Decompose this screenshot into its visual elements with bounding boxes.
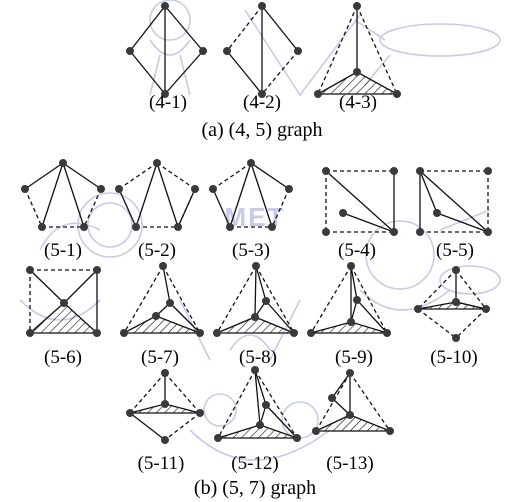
graph-5-3	[209, 159, 293, 231]
label-5-4: (5-4)	[338, 240, 376, 261]
label-5-9: (5-9)	[335, 347, 373, 368]
graph-5-4	[322, 167, 398, 236]
graph-5-8	[213, 262, 298, 337]
graph-5-12	[214, 366, 301, 442]
graph-4-2	[223, 2, 302, 98]
label-4-2: (4-2)	[243, 92, 281, 113]
graph-5-13	[312, 369, 394, 435]
graph-5-10	[414, 266, 490, 342]
graph-5-11	[126, 369, 204, 444]
graph-5-5	[416, 167, 492, 236]
graph-5-1	[21, 159, 105, 231]
label-4-1: (4-1)	[149, 92, 187, 113]
label-5-10: (5-10)	[430, 347, 477, 368]
watermark-layer: MET	[19, 0, 501, 461]
graph-4-3	[314, 2, 401, 98]
label-4-3: (4-3)	[339, 92, 377, 113]
graph-4-1	[126, 2, 207, 98]
label-5-12: (5-12)	[231, 453, 278, 474]
label-5-1: (5-1)	[44, 240, 82, 261]
caption-a: (a) (4, 5) graph	[201, 119, 322, 141]
graph-5-2	[115, 159, 199, 231]
label-5-7: (5-7)	[141, 347, 179, 368]
label-5-11: (5-11)	[138, 453, 185, 474]
label-5-5: (5-5)	[436, 240, 474, 261]
graph-5-6	[26, 266, 101, 337]
graph-5-7	[120, 262, 204, 337]
graph-5-9	[307, 262, 391, 337]
label-5-6: (5-6)	[44, 347, 82, 368]
label-5-2: (5-2)	[138, 240, 176, 261]
caption-b: (b) (5, 7) graph	[194, 477, 316, 499]
label-5-13: (5-13)	[326, 453, 373, 474]
label-5-8: (5-8)	[239, 347, 277, 368]
label-5-3: (5-3)	[232, 240, 270, 261]
